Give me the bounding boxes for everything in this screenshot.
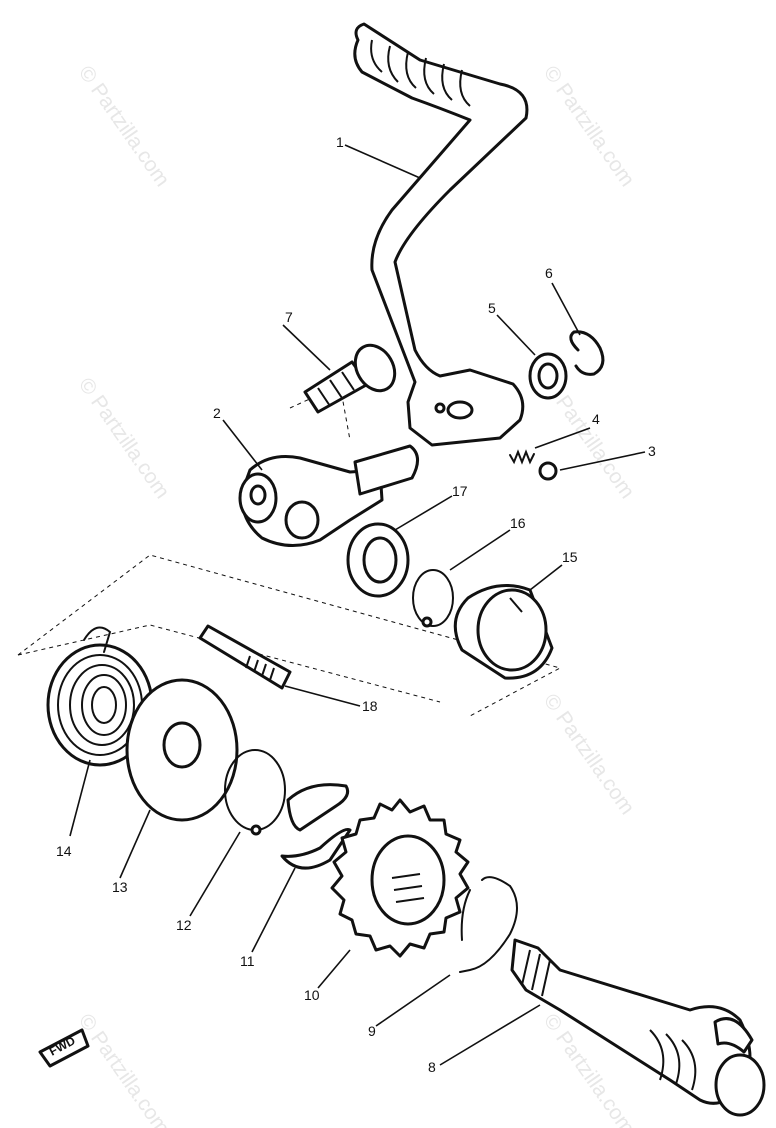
callout-15: 15 xyxy=(562,549,578,565)
callout-labels: 1 2 3 4 5 6 7 8 9 10 11 12 13 14 15 16 1… xyxy=(56,134,656,1075)
callout-13: 13 xyxy=(112,879,128,895)
callout-10: 10 xyxy=(304,987,320,1003)
assembly-guides xyxy=(17,384,562,717)
kick-shaft xyxy=(510,938,766,1117)
watermark-text: © Partzilla.com xyxy=(539,690,639,819)
kick-lever xyxy=(353,22,529,447)
callout-16: 16 xyxy=(510,515,526,531)
washer xyxy=(528,352,568,400)
fwd-arrow-badge: FWD xyxy=(38,1028,90,1068)
callout-1: 1 xyxy=(336,134,344,150)
callout-17: 17 xyxy=(452,483,468,499)
callout-7: 7 xyxy=(285,309,293,325)
callout-3: 3 xyxy=(648,443,656,459)
watermark-text: © Partzilla.com xyxy=(74,374,174,503)
bushing xyxy=(453,584,554,680)
callout-14: 14 xyxy=(56,843,72,859)
watermark-text: © Partzilla.com xyxy=(539,62,639,191)
callout-12: 12 xyxy=(176,917,192,933)
bolt xyxy=(303,343,397,414)
shaft-circlip xyxy=(412,569,454,628)
flat-washer xyxy=(125,678,239,822)
shaft-pin xyxy=(198,624,292,690)
callout-8: 8 xyxy=(428,1059,436,1075)
steel-ball xyxy=(538,461,558,481)
callout-9: 9 xyxy=(368,1023,376,1039)
kick-gear xyxy=(330,798,470,958)
watermark-text: © Partzilla.com xyxy=(74,62,174,191)
friction-clip xyxy=(280,783,352,870)
spring-clip xyxy=(459,876,518,973)
callout-5: 5 xyxy=(488,300,496,316)
large-circlip xyxy=(224,749,286,836)
detent-spring xyxy=(509,449,535,465)
circlip xyxy=(569,330,605,376)
callout-6: 6 xyxy=(545,265,553,281)
callout-4: 4 xyxy=(592,411,600,427)
kick-boss xyxy=(238,444,419,547)
callout-2: 2 xyxy=(213,405,221,421)
leader-lines xyxy=(69,144,646,1066)
callout-11: 11 xyxy=(240,953,255,969)
oil-seal xyxy=(346,522,410,598)
watermark-text: © Partzilla.com xyxy=(74,1010,174,1128)
callout-18: 18 xyxy=(362,698,378,714)
